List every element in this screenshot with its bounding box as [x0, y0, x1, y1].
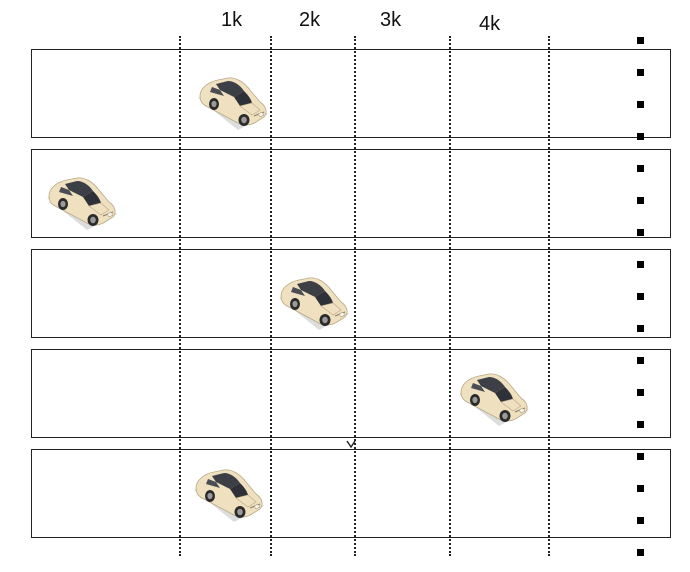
car-icon-lane-2: [43, 170, 119, 232]
distance-line-4k: [449, 36, 451, 556]
distance-label-2k: 2k: [299, 9, 321, 31]
arrow-down-icon: [346, 440, 356, 449]
finish-dot: [637, 165, 644, 172]
finish-dot: [637, 549, 644, 556]
finish-dot: [637, 357, 644, 364]
finish-dot: [637, 325, 644, 332]
car-icon-lane-4: [455, 366, 531, 428]
race-lane-5: [31, 449, 671, 538]
race-lane-1: [31, 49, 671, 138]
finish-dot: [637, 485, 644, 492]
finish-dot: [637, 101, 644, 108]
finish-dot: [637, 293, 644, 300]
distance-line-5: [548, 36, 550, 556]
race-lane-3: [31, 249, 671, 338]
distance-line-1k: [179, 36, 181, 556]
race-lane-4: [31, 349, 671, 438]
finish-dot: [637, 261, 644, 268]
finish-dot: [637, 517, 644, 524]
car-icon-lane-5: [190, 462, 266, 524]
car-icon-lane-1: [194, 70, 270, 132]
finish-dot: [637, 389, 644, 396]
finish-dot: [637, 37, 644, 44]
car-icon-lane-3: [275, 270, 351, 332]
distance-line-2k: [270, 36, 272, 556]
finish-dot: [637, 133, 644, 140]
race-lane-2: [31, 149, 671, 238]
finish-dot: [637, 453, 644, 460]
distance-line-3k: [354, 36, 356, 556]
finish-dot: [637, 69, 644, 76]
finish-dot: [637, 197, 644, 204]
finish-dot: [637, 421, 644, 428]
distance-label-4k: 4k: [479, 13, 501, 35]
distance-label-3k: 3k: [380, 9, 402, 31]
distance-label-1k: 1k: [221, 9, 243, 31]
finish-dot: [637, 229, 644, 236]
